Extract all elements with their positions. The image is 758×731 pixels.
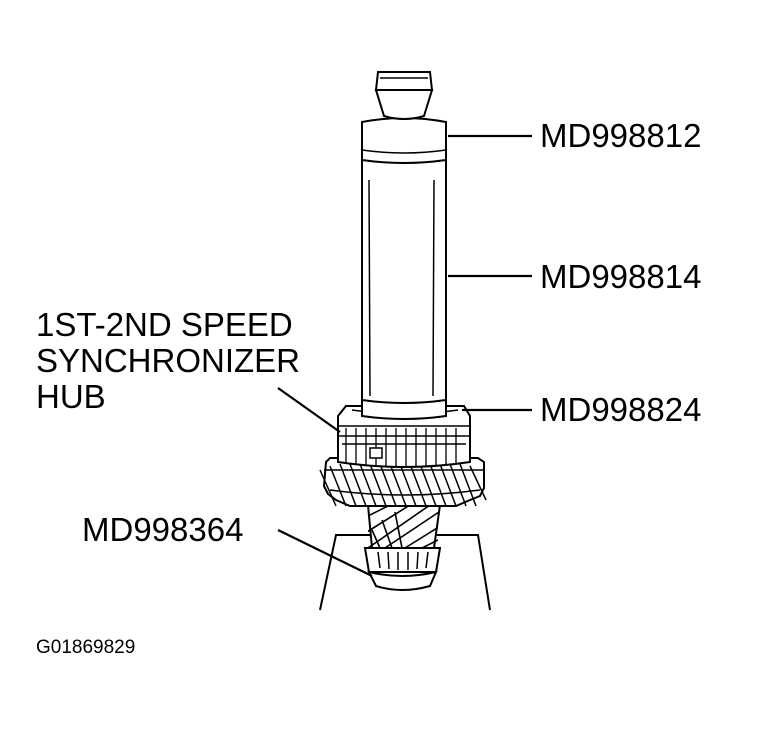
pinion-gear	[366, 504, 442, 549]
label-md998364: MD998364	[82, 511, 244, 548]
top-cap	[361, 117, 447, 164]
top-socket	[374, 71, 434, 120]
helical-gear	[319, 454, 487, 507]
synchronizer-hub	[337, 405, 471, 468]
figure-id: G01869829	[36, 637, 136, 658]
label-md998814: MD998814	[540, 258, 702, 295]
hub-label-line-1: 1ST-2ND SPEED	[36, 306, 293, 343]
installer-cylinder	[361, 159, 447, 404]
hub-label-line-3: HUB	[36, 378, 106, 415]
hub-label-line-2: SYNCHRONIZER	[36, 342, 301, 379]
bottom-bearing	[363, 547, 442, 591]
label-synchronizer-hub: 1ST-2ND SPEED SYNCHRONIZER HUB	[36, 308, 300, 416]
collar-ring	[361, 399, 447, 420]
leader-lines	[277, 134, 532, 577]
label-md998812: MD998812	[540, 117, 702, 154]
label-md998824: MD998824	[540, 391, 702, 428]
